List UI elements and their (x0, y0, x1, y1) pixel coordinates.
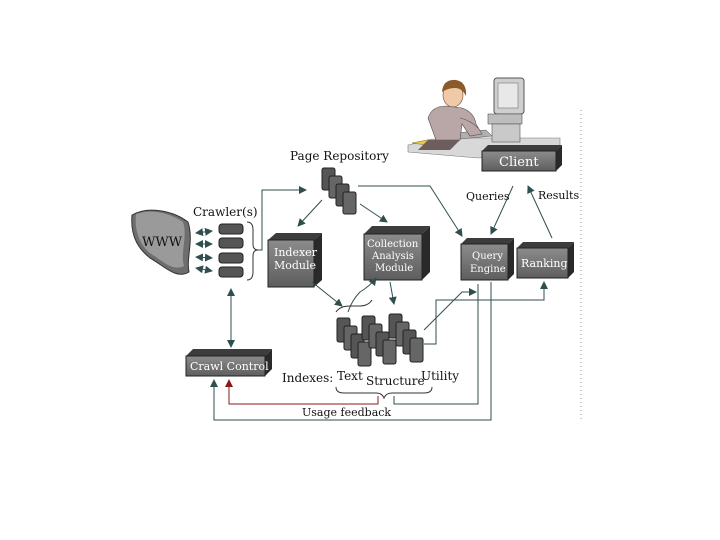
arrow-repo-to-collection (359, 203, 388, 223)
queries-label: Queries (466, 190, 510, 203)
indexer-module: Indexer Module (267, 233, 322, 288)
index-utility-label: Utility (421, 369, 459, 383)
index-utility-disks (388, 313, 424, 363)
page-repository-label: Page Repository (290, 149, 389, 163)
query-label-1: Query (472, 251, 503, 262)
indexes-top-brace (335, 299, 373, 313)
crawler-brace (246, 221, 259, 281)
page-repository-disks (321, 167, 357, 215)
crawler-stack (218, 223, 244, 278)
query-label-2: Engine (470, 264, 506, 275)
crawl-control-box: Crawl Control (185, 349, 272, 377)
client-label: Client (499, 155, 539, 170)
indexer-label-1: Indexer (274, 246, 318, 259)
index-structure-disks (361, 315, 397, 365)
arrow-indexes-to-collection (347, 277, 377, 313)
crawl-control-label: Crawl Control (190, 360, 269, 373)
collection-analysis-module: Collection Analysis Module (363, 226, 430, 281)
indexes-label: Indexes: (282, 371, 333, 385)
query-to-indexes-line (393, 284, 479, 405)
usage-feedback-line (210, 282, 492, 421)
ranking-label: Ranking (521, 257, 568, 270)
arrow-indexes-to-ranking (424, 281, 548, 345)
crawlers-label: Crawler(s) (193, 205, 258, 219)
arrow-to-repository (258, 186, 307, 251)
www-cloud: WWW (131, 209, 191, 275)
index-text-label: Text (337, 369, 363, 383)
usage-feedback-red-line (225, 379, 379, 405)
arrow-repo-to-indexer (297, 199, 323, 227)
indexes-bottom-brace (335, 386, 433, 400)
indexer-label-2: Module (274, 259, 316, 272)
arrow-indexes-to-query (423, 288, 477, 331)
results-label: Results (538, 189, 579, 202)
arrow-repo-to-query (358, 185, 463, 237)
collection-label-1: Collection (367, 239, 419, 250)
arrow-indexer-to-indexes (311, 281, 343, 307)
collection-label-3: Module (375, 263, 413, 274)
arrow-queries (490, 185, 514, 235)
ranking-box: Ranking (516, 242, 574, 279)
arrow-collection-to-indexes (388, 281, 397, 305)
index-text-disks (336, 317, 372, 367)
www-label: WWW (142, 235, 183, 250)
collection-label-2: Analysis (371, 251, 414, 262)
client-box: Client (481, 145, 562, 172)
usage-feedback-label: Usage feedback (302, 406, 391, 419)
arrow-results (527, 185, 553, 239)
index-structure-label: Structure (366, 374, 425, 388)
crawler-arrows (195, 227, 213, 274)
query-engine-box: Query Engine (460, 238, 514, 281)
